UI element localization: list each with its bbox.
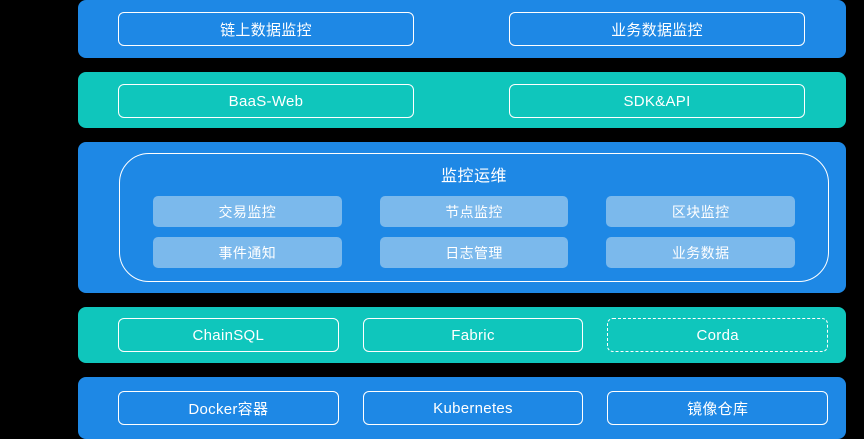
chain-platform-button-row: ChainSQL Fabric Corda <box>118 318 829 352</box>
tile-business-data[interactable]: 业务数据 <box>606 237 796 268</box>
layout-spacer <box>339 391 363 425</box>
infrastructure-button-row: Docker容器 Kubernetes 镜像仓库 <box>118 391 829 425</box>
button-docker-container[interactable]: Docker容器 <box>118 391 339 425</box>
button-business-data-monitor[interactable]: 业务数据监控 <box>509 12 805 46</box>
button-corda[interactable]: Corda <box>607 318 829 352</box>
button-chainsql[interactable]: ChainSQL <box>118 318 339 352</box>
layout-spacer <box>414 84 509 118</box>
tile-node-monitor[interactable]: 节点监控 <box>379 196 569 227</box>
tile-block-monitor[interactable]: 区块监控 <box>606 196 796 227</box>
button-image-repository[interactable]: 镜像仓库 <box>607 391 829 425</box>
monitor-ops-title: 监控运维 <box>440 168 507 185</box>
layout-spacer <box>583 391 607 425</box>
button-sdk-api[interactable]: SDK&API <box>509 84 805 118</box>
layout-spacer <box>583 318 607 352</box>
monitor-ops-tile-grid: 交易监控 节点监控 区块监控 事件通知 日志管理 业务数据 <box>153 196 796 268</box>
access-layer-button-row: BaaS-Web SDK&API <box>118 84 828 118</box>
tile-transaction-monitor[interactable]: 交易监控 <box>153 196 342 227</box>
monitor-ops-card: 监控运维 交易监控 节点监控 区块监控 事件通知 日志管理 业务数据 <box>119 153 829 282</box>
button-kubernetes[interactable]: Kubernetes <box>362 391 584 425</box>
infrastructure-layer-panel: Docker容器 Kubernetes 镜像仓库 <box>78 377 846 439</box>
layout-spacer <box>414 12 509 46</box>
access-layer-panel: BaaS-Web SDK&API <box>78 72 846 128</box>
layout-spacer <box>339 318 363 352</box>
tile-event-notification[interactable]: 事件通知 <box>153 237 342 268</box>
application-layer-panel: 链上数据监控 业务数据监控 <box>78 0 846 58</box>
monitor-ops-tile-row-2: 事件通知 日志管理 业务数据 <box>153 237 796 268</box>
monitor-ops-layer-panel: 监控运维 交易监控 节点监控 区块监控 事件通知 日志管理 业务数据 <box>78 142 846 293</box>
button-chain-data-monitor[interactable]: 链上数据监控 <box>118 12 414 46</box>
monitor-ops-tile-row-1: 交易监控 节点监控 区块监控 <box>153 196 796 227</box>
chain-platform-layer-panel: ChainSQL Fabric Corda <box>78 307 846 363</box>
application-layer-button-row: 链上数据监控 业务数据监控 <box>118 12 828 46</box>
button-baas-web[interactable]: BaaS-Web <box>118 84 414 118</box>
button-fabric[interactable]: Fabric <box>362 318 584 352</box>
tile-log-management[interactable]: 日志管理 <box>379 237 569 268</box>
